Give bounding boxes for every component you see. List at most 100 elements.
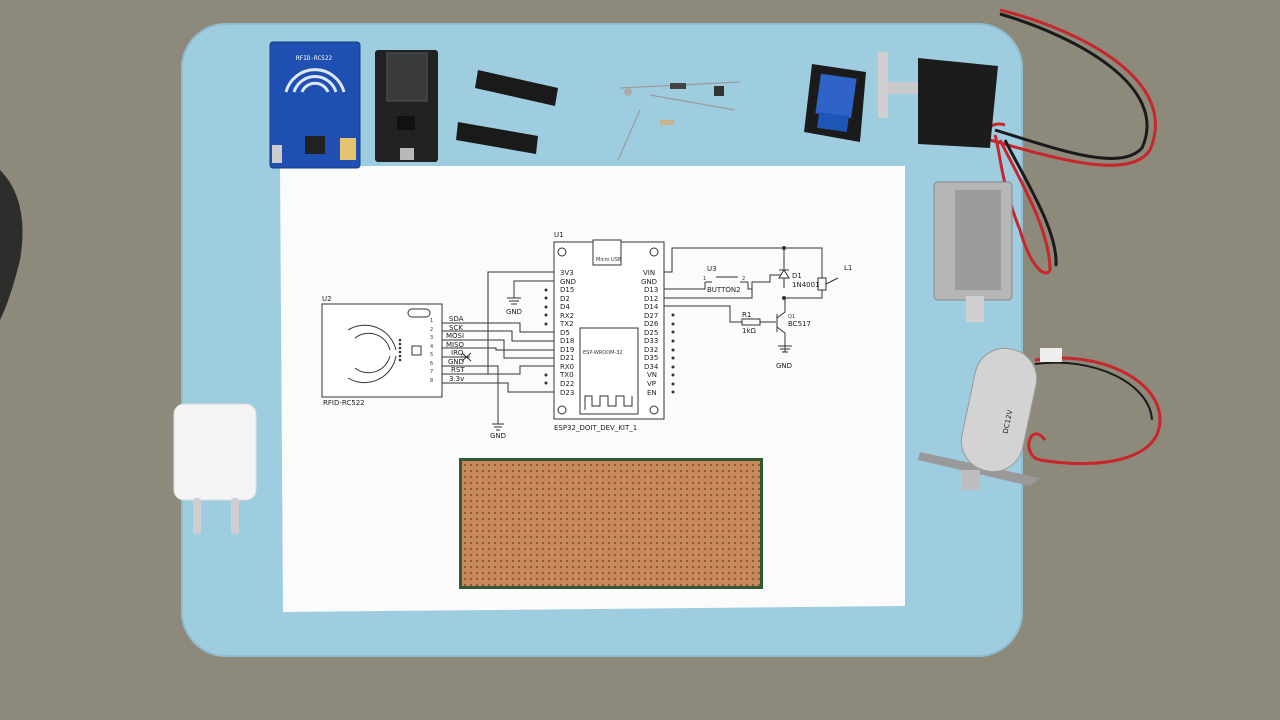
rfid-wave	[347, 324, 397, 351]
gnd-label: GND	[506, 308, 522, 316]
pin-label: GND	[641, 278, 657, 286]
pin-label: D25	[644, 329, 658, 337]
gnd-label: GND	[776, 362, 792, 370]
charger-body	[173, 403, 257, 501]
esp32-board	[375, 50, 438, 162]
rc522-chip	[411, 345, 422, 356]
pin-label: D2	[560, 295, 570, 303]
pin-label: D33	[644, 337, 658, 345]
pin-number: 7	[430, 369, 433, 375]
pin-label: D27	[644, 312, 658, 320]
r1-value: 1kΩ	[742, 327, 757, 335]
rc522-slot	[407, 308, 431, 318]
perfboard	[459, 458, 763, 589]
u3-ref: U3	[707, 265, 717, 273]
pin-label: GND	[448, 358, 464, 366]
schematic-text: U1 Micro USB ESP32_DOIT_DEV_KIT_1 ESP-WR…	[322, 231, 852, 440]
mount-hole	[557, 405, 567, 415]
module-name: ESP-WROOM-32	[583, 350, 623, 356]
mount-hole	[557, 247, 567, 257]
pin-label: D15	[560, 286, 574, 294]
pin-label: 3V3	[560, 269, 574, 277]
pin-label: D19	[560, 346, 574, 354]
usb-box	[592, 239, 622, 266]
pin-label: D12	[644, 295, 658, 303]
rfid-wave	[354, 355, 391, 374]
pin-label: D18	[560, 337, 574, 345]
gnd-label: GND	[490, 432, 506, 440]
wroom-module	[579, 327, 639, 415]
pin-label: MISO	[446, 341, 465, 349]
perfboard-holes	[462, 461, 760, 586]
pin-number: 1	[430, 318, 433, 324]
mount-hole	[649, 405, 659, 415]
u1-ref: U1	[554, 231, 564, 239]
esp32-body	[553, 241, 665, 420]
l1-ref: L1	[844, 264, 852, 272]
pin-label: MOSI	[446, 332, 464, 340]
pin-label: D34	[644, 363, 659, 371]
pin-label: D21	[560, 354, 574, 362]
pin-number: 2	[430, 327, 433, 333]
u2-name: RFID-RC522	[323, 399, 365, 407]
pin-label: EN	[647, 389, 657, 397]
pin-label: RX2	[560, 312, 574, 320]
pin-label: RX0	[560, 363, 574, 371]
u2-pins: SDA SCK MOSI MISO IRQ GND RST 3.3v 1 2 3…	[430, 315, 465, 384]
q1-name: BC517	[788, 320, 811, 328]
small-parts	[617, 81, 741, 161]
nc-cross	[461, 352, 472, 362]
pin-label: D23	[560, 389, 574, 397]
rfid-wave	[354, 332, 391, 351]
pin-label: D26	[644, 320, 659, 328]
cabinet-lock	[878, 52, 998, 148]
rfid-board	[269, 41, 361, 169]
u1-right-pins: VIN GND D13 D12 D14 D27 D26 D25 D33 D32 …	[641, 269, 659, 397]
pin-label: SCK	[449, 324, 463, 332]
pin-label: D4	[560, 303, 570, 311]
usb-charger	[173, 403, 257, 534]
header-pins	[456, 70, 558, 154]
pin-label: D5	[560, 329, 570, 337]
pin-label: VIN	[643, 269, 655, 277]
pin-label: RST	[451, 366, 465, 374]
mount-hole	[649, 247, 659, 257]
u2-ref: U2	[322, 295, 332, 303]
pin-label: D35	[644, 354, 658, 362]
antenna-trace	[584, 395, 633, 410]
u3-pin2: 2	[742, 276, 745, 282]
rfid-wave	[347, 355, 397, 384]
pin-label: D14	[644, 303, 659, 311]
pin-label: TX2	[559, 320, 574, 328]
usb-label: Micro USB	[596, 257, 622, 263]
rfid-module: RFID-RC522	[269, 41, 361, 169]
r1-ref: R1	[742, 311, 751, 319]
pin-number: 8	[430, 378, 433, 384]
pin-number: 6	[430, 361, 433, 367]
pin-label: 3.3v	[449, 375, 464, 383]
rfid-print: RFID-RC522	[296, 55, 333, 62]
pin-label: IRQ	[451, 349, 464, 357]
pin-label: GND	[560, 278, 576, 286]
pin-label: D22	[560, 380, 574, 388]
pin-label: SDA	[449, 315, 464, 323]
u3-pin1: 1	[703, 276, 706, 282]
pin-label: TX0	[559, 371, 574, 379]
cylinder-solenoid: DC12V	[918, 347, 1062, 490]
header-strip	[475, 70, 558, 106]
pin-label: D32	[644, 346, 658, 354]
u3-name: BUTTON2	[707, 286, 741, 294]
q1-ref: Q1	[788, 314, 795, 320]
pin-number: 4	[430, 344, 433, 350]
pin-label: VN	[647, 371, 657, 379]
pin-label: D13	[644, 286, 658, 294]
d1-name: 1N4001	[792, 281, 820, 289]
u1-left-pins: 3V3 GND D15 D2 D4 RX2 TX2 D5 D18 D19 D21…	[559, 269, 576, 397]
pin-number: 3	[430, 335, 433, 341]
lock-body	[918, 58, 998, 148]
header-strip	[456, 122, 538, 154]
pin-label: VP	[647, 380, 656, 388]
relay-module	[804, 64, 866, 142]
solenoid-body	[960, 347, 1038, 473]
